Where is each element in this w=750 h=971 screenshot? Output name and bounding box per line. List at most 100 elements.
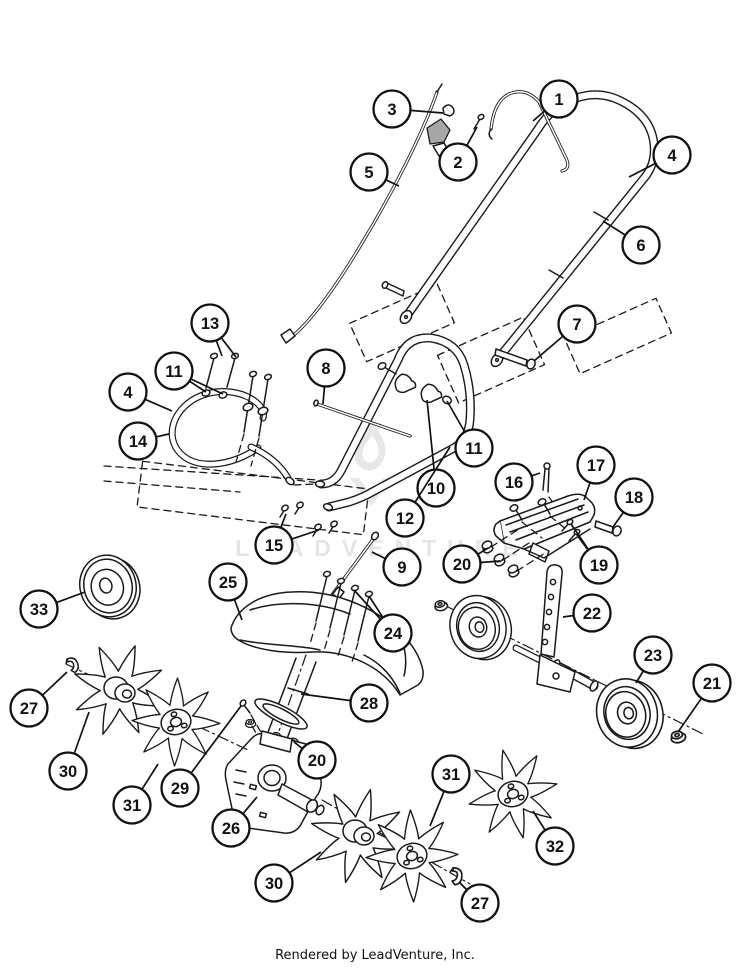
callout-label-14: 14 bbox=[129, 433, 148, 451]
callout-label-11: 11 bbox=[465, 440, 482, 458]
callout-circle-15 bbox=[254, 525, 294, 565]
callout-leader-1 bbox=[532, 110, 546, 122]
callout-label-4: 4 bbox=[667, 147, 677, 165]
callout-leader-19 bbox=[576, 534, 589, 551]
callout-label-9: 9 bbox=[397, 559, 406, 577]
washer bbox=[257, 406, 269, 416]
callout-leader-10 bbox=[426, 399, 435, 470]
callout-circle-19 bbox=[579, 545, 619, 585]
callout-label-7: 7 bbox=[572, 316, 581, 334]
callout-circle-24 bbox=[373, 613, 413, 653]
callout-leader-13 bbox=[220, 337, 237, 358]
knob-nut bbox=[441, 395, 453, 405]
callout-label-19: 19 bbox=[590, 557, 608, 575]
callout-leader-20 bbox=[477, 547, 489, 556]
callout-leader-18 bbox=[612, 511, 625, 528]
callout-circle-11 bbox=[454, 428, 494, 468]
callout-label-3: 3 bbox=[387, 101, 396, 119]
callout-leader-28 bbox=[300, 693, 351, 702]
callout-leader-25 bbox=[233, 599, 243, 621]
callout-circle-22 bbox=[572, 593, 612, 633]
callout-label-6: 6 bbox=[636, 237, 645, 255]
callout-label-30: 30 bbox=[59, 763, 77, 781]
shield-bolts bbox=[309, 570, 374, 663]
callout-circle-25 bbox=[208, 562, 248, 602]
callout-label-27: 27 bbox=[20, 700, 38, 718]
callout-leader-13 bbox=[215, 340, 223, 357]
cable-clip bbox=[442, 104, 455, 117]
callout-leader-11 bbox=[190, 378, 224, 395]
callout-label-13: 13 bbox=[201, 315, 219, 333]
callout-circle-33 bbox=[19, 589, 59, 629]
callout-label-2: 2 bbox=[453, 154, 462, 172]
throttle-housing bbox=[426, 118, 451, 145]
throttle-cable bbox=[280, 83, 485, 344]
callout-circle-18 bbox=[614, 477, 654, 517]
tine-retainer-clip bbox=[64, 655, 81, 675]
callout-label-12: 12 bbox=[396, 510, 414, 528]
callout-label-17: 17 bbox=[587, 457, 605, 475]
callout-label-30: 30 bbox=[265, 875, 283, 893]
transmission-assembly bbox=[224, 654, 325, 834]
lower-handle bbox=[314, 333, 475, 512]
callout-leader-14 bbox=[155, 433, 170, 438]
wing-knob bbox=[394, 373, 417, 394]
drag-stake-bracket-assembly bbox=[481, 462, 622, 578]
callout-leader-9 bbox=[371, 551, 386, 560]
callout-leader-31 bbox=[429, 790, 445, 827]
callout-circle-23 bbox=[633, 635, 673, 675]
callout-circle-20 bbox=[297, 740, 337, 780]
callout-label-25: 25 bbox=[219, 574, 237, 592]
callout-leader-7 bbox=[533, 335, 564, 362]
callout-leader-24 bbox=[353, 589, 382, 620]
callout-label-5: 5 bbox=[364, 164, 373, 182]
rod-8 bbox=[313, 399, 412, 438]
callout-leader-22 bbox=[562, 614, 574, 618]
transport-wheel bbox=[442, 588, 519, 667]
callout-circle-6 bbox=[621, 225, 661, 265]
callout-label-21: 21 bbox=[703, 675, 721, 693]
callout-label-11: 11 bbox=[165, 363, 182, 381]
callout-leader-12 bbox=[414, 446, 451, 503]
callout-leader-5 bbox=[385, 179, 400, 187]
callout-leader-6 bbox=[602, 220, 626, 236]
callout-label-10: 10 bbox=[427, 480, 445, 498]
shield-mount-disc bbox=[254, 698, 308, 730]
callout-circle-27 bbox=[9, 688, 49, 728]
callout-circle-4 bbox=[108, 372, 148, 412]
callout-label-31: 31 bbox=[442, 766, 460, 784]
callout-leader-29 bbox=[190, 705, 242, 774]
callout-label-20: 20 bbox=[308, 752, 326, 770]
callout-label-20: 20 bbox=[453, 556, 471, 574]
callout-label-15: 15 bbox=[265, 537, 283, 555]
knob-bolt bbox=[377, 361, 387, 371]
callout-label-22: 22 bbox=[583, 605, 601, 623]
callout-leader-26 bbox=[242, 796, 258, 815]
callout-circle-26 bbox=[211, 808, 251, 848]
washer bbox=[242, 402, 254, 412]
callout-leader-17 bbox=[583, 482, 591, 501]
handle-screws bbox=[279, 501, 338, 537]
callout-leader-11 bbox=[189, 380, 207, 393]
callout-circle-16 bbox=[494, 462, 534, 502]
tine-set bbox=[64, 637, 571, 912]
bolt-29 bbox=[239, 699, 247, 707]
callout-label-28: 28 bbox=[360, 695, 378, 713]
callout-leader-3 bbox=[410, 109, 444, 114]
callout-leader-15 bbox=[279, 513, 287, 529]
callout-leader-30 bbox=[288, 851, 322, 874]
callout-label-31: 31 bbox=[123, 797, 141, 815]
callout-circle-21 bbox=[692, 663, 732, 703]
callout-leader-30 bbox=[73, 711, 90, 754]
bracket-bolts bbox=[509, 498, 568, 539]
callout-leader-23 bbox=[635, 670, 645, 684]
callout-label-33: 33 bbox=[30, 601, 48, 619]
callout-leader-21 bbox=[677, 697, 703, 733]
callout-circle-9 bbox=[382, 547, 422, 587]
callout-label-29: 29 bbox=[171, 780, 189, 798]
bolt-18 bbox=[594, 520, 622, 537]
callout-circle-13 bbox=[190, 303, 230, 343]
clamp-screw bbox=[473, 113, 485, 130]
